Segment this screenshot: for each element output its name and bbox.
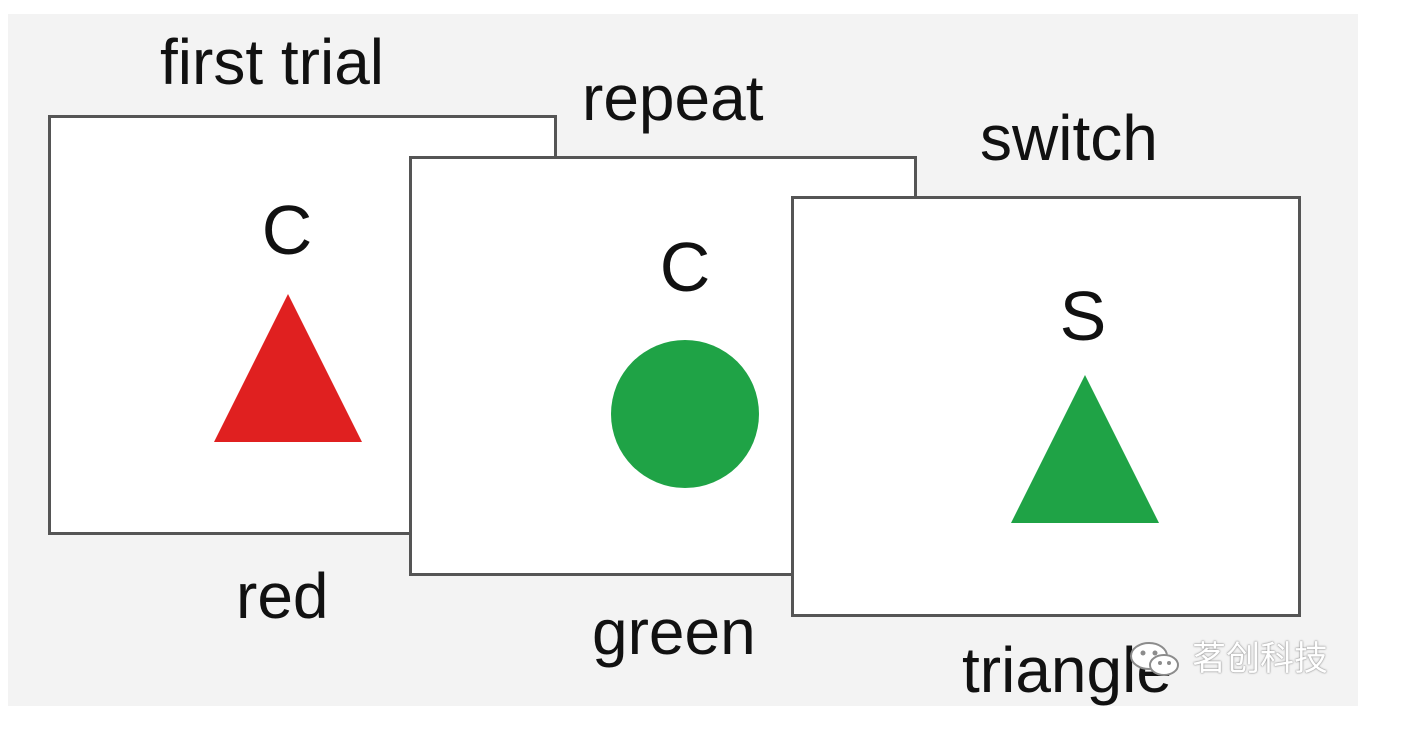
wechat-icon [1130,642,1179,676]
cue-letter-first: C [261,191,313,269]
red-label: red [236,560,329,632]
circle-icon [611,340,759,488]
cue-letter-repeat: C [659,228,711,306]
watermark: 茗创科技 [1126,638,1328,680]
watermark-text: 茗创科技 [1192,640,1328,678]
trial-card-switch: S [791,196,1301,617]
cue-letter-switch: S [1059,277,1107,355]
triangle-icon [1011,375,1159,523]
switch-label: switch [980,102,1158,174]
repeat-label: repeat [582,62,764,134]
green-label: green [592,596,756,668]
first-trial-label: first trial [160,26,384,98]
diagram-canvas: first trial repeat switch C C S red gree… [8,14,1358,706]
triangle-icon [214,294,362,442]
